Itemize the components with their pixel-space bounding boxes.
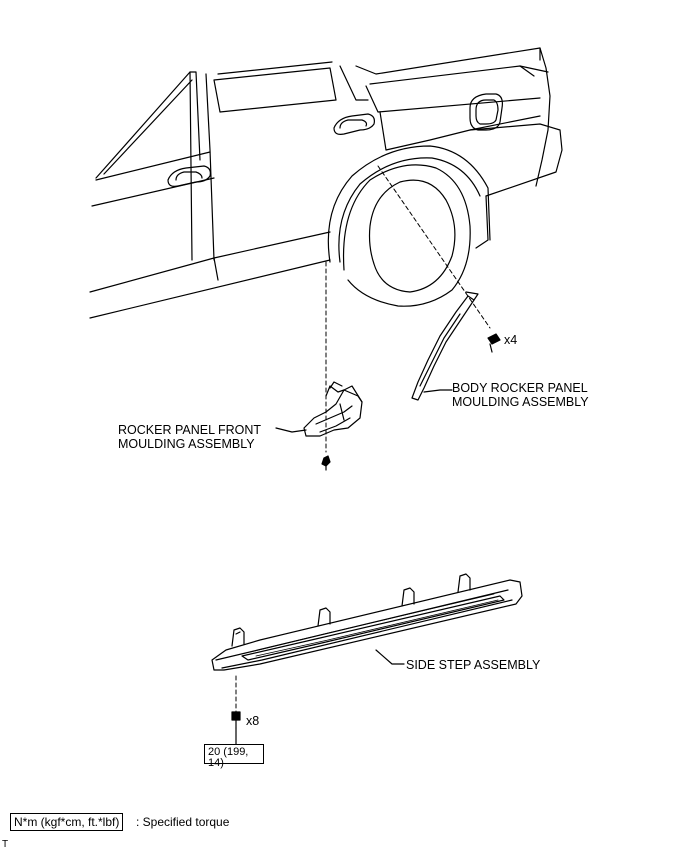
screw-icon bbox=[321, 455, 331, 471]
legend-units-box: N*m (kgf*cm, ft.*lbf) bbox=[10, 813, 124, 831]
side-step-label: SIDE STEP ASSEMBLY bbox=[406, 658, 541, 672]
front-moulding-label-line2: MOULDING ASSEMBLY bbox=[118, 437, 255, 451]
leader-lines bbox=[235, 165, 491, 713]
corner-mark: T bbox=[2, 839, 9, 850]
legend-description: : Specified torque bbox=[136, 815, 230, 829]
side-step-assembly bbox=[211, 573, 523, 671]
rocker-panel-front-moulding bbox=[303, 381, 363, 437]
bolt-count-label: x8 bbox=[246, 714, 260, 728]
front-moulding-label-line1: ROCKER PANEL FRONT bbox=[118, 423, 262, 437]
bolt-icon bbox=[231, 711, 241, 729]
body-rocker-panel-moulding bbox=[411, 291, 479, 401]
vehicle-body bbox=[89, 47, 563, 319]
torque-spec-box: 20 (199, 14) bbox=[204, 744, 264, 769]
body-rocker-label-line2: MOULDING ASSEMBLY bbox=[452, 395, 589, 409]
clip-icon bbox=[487, 333, 501, 353]
body-rocker-label-line1: BODY ROCKER PANEL bbox=[452, 381, 588, 395]
body-rocker-leader bbox=[423, 389, 453, 393]
front-moulding-leader bbox=[275, 427, 307, 433]
clip-count-label: x4 bbox=[504, 333, 518, 347]
side-step-leader bbox=[375, 649, 405, 665]
